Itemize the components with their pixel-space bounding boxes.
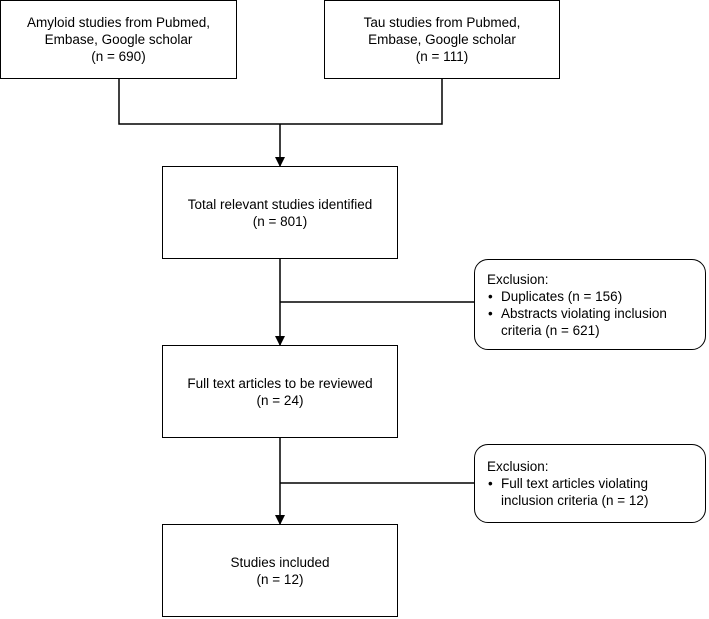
identified-studies-count: (n = 801): [252, 213, 308, 229]
exclusion-list-2: Full text articles violating inclusion c…: [487, 475, 648, 509]
fulltext-articles-label: Full text articles to be reviewed: [187, 375, 373, 391]
identified-studies-label: Total relevant studies identified: [187, 196, 373, 212]
tau-studies-count: (n = 111): [415, 49, 469, 64]
merge-connector: [118, 78, 443, 125]
studies-included-count: (n = 12): [256, 571, 304, 587]
exclusion-item-line-2: criteria (n = 621): [501, 322, 600, 338]
studies-included-box: Studies included (n = 12): [162, 524, 398, 617]
exclusion-box-2: Exclusion: Full text articles violating …: [474, 444, 706, 523]
exclusion-item: Duplicates (n = 156): [487, 288, 667, 305]
amyloid-studies-box: Amyloid studies from Pubmed, Embase, Goo…: [0, 0, 237, 79]
exclusion-box-1: Exclusion: Duplicates (n = 156) Abstract…: [474, 259, 706, 350]
tau-studies-line-1: Tau studies from Pubmed,: [363, 15, 521, 30]
studies-included-label: Studies included: [230, 554, 330, 570]
exclusion-item-line-1: Full text articles violating: [501, 476, 649, 491]
amyloid-studies-count: (n = 690): [91, 49, 146, 64]
tau-studies-box: Tau studies from Pubmed, Embase, Google …: [324, 0, 560, 79]
exclusion-item-line-2: inclusion criteria (n = 12): [501, 493, 649, 508]
amyloid-studies-line-2: Embase, Google scholar: [44, 32, 193, 47]
amyloid-studies-line-1: Amyloid studies from Pubmed,: [26, 15, 211, 30]
exclusion-heading-1: Exclusion:: [487, 271, 549, 287]
identified-studies-box: Total relevant studies identified (n = 8…: [162, 166, 398, 259]
exclusion-item-line-1: Abstracts violating inclusion: [501, 305, 667, 321]
exclusion-item: Full text articles violating inclusion c…: [487, 475, 648, 509]
fulltext-articles-count: (n = 24): [256, 392, 304, 408]
tau-studies-line-2: Embase, Google scholar: [368, 32, 516, 47]
exclusion-item-line-1: Duplicates (n = 156): [501, 288, 623, 304]
fulltext-articles-box: Full text articles to be reviewed (n = 2…: [162, 345, 398, 438]
exclusion-list-1: Duplicates (n = 156) Abstracts violating…: [487, 288, 667, 339]
exclusion-heading-2: Exclusion:: [487, 459, 549, 474]
exclusion-item: Abstracts violating inclusion criteria (…: [487, 305, 667, 339]
